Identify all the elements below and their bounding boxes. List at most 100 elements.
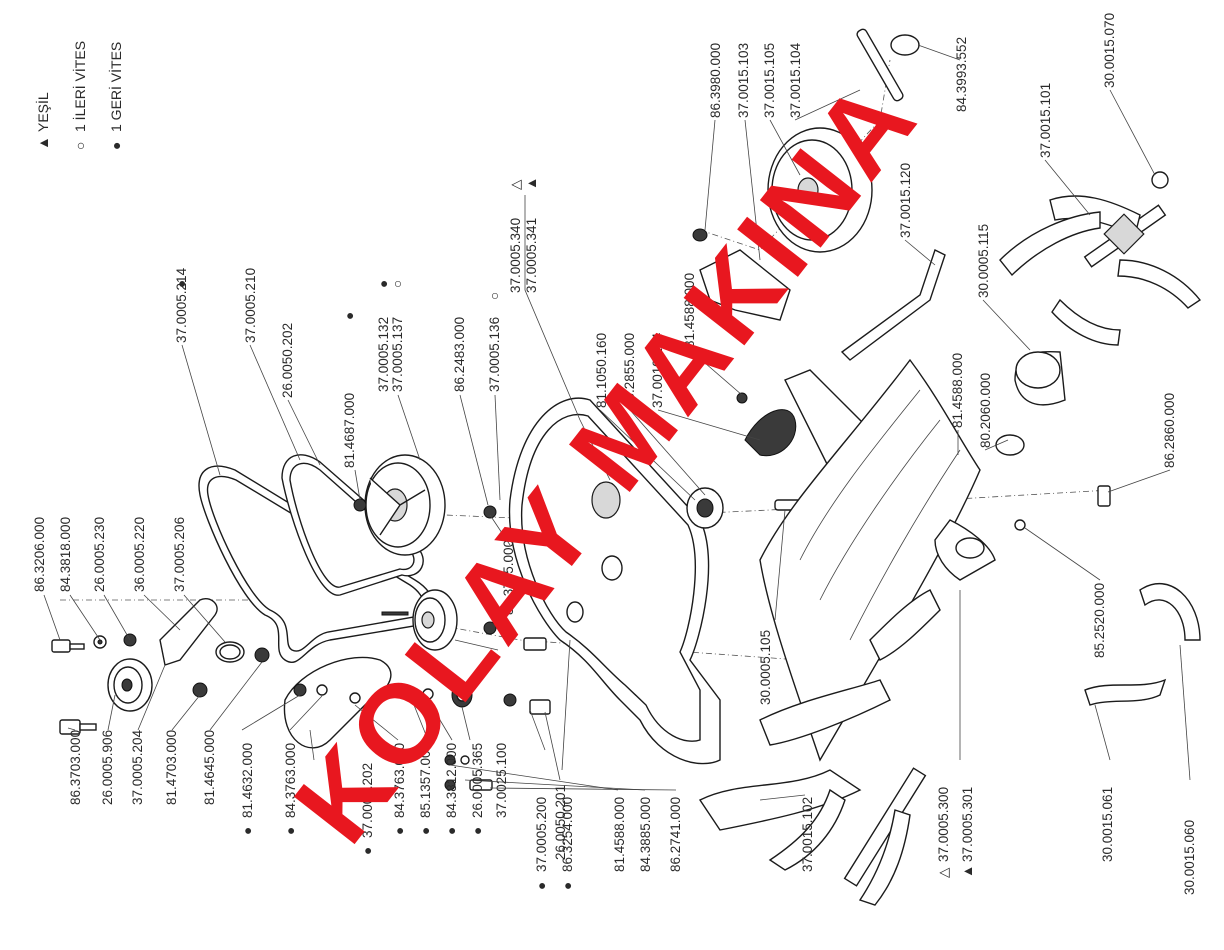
legend-forward-symbol: ○	[72, 142, 88, 150]
part-label: 37.0015.101	[1038, 83, 1053, 158]
tine-blade-right	[1139, 583, 1201, 641]
part-label: 37.0005.136	[487, 317, 502, 392]
part-label: 37.0005.200	[534, 797, 549, 872]
part-label: 30.0015.060	[1182, 820, 1197, 895]
part-label: 81.4687.000	[342, 393, 357, 468]
part-label: 37.0005.204	[130, 729, 145, 805]
part-label: 37.0005.340	[508, 218, 523, 293]
idler-pulley	[107, 658, 153, 712]
marker-tri-filled: ▲	[524, 177, 539, 190]
clutch-lever	[283, 656, 392, 749]
axis-line	[699, 59, 891, 251]
part-label: 86.2855.000	[622, 333, 637, 408]
depth-wheel	[767, 127, 873, 253]
marker-filled: ●	[240, 827, 255, 835]
part-label: 86.3254.000	[560, 797, 575, 872]
part-label: 85.1357.000	[418, 743, 433, 818]
part-label: 37.0010.164	[650, 332, 665, 408]
marker-filled: ●	[392, 827, 407, 835]
legend-green-text: YEŞİL	[34, 92, 51, 132]
part-label: 30.0015.061	[1100, 787, 1115, 862]
depth-bar	[840, 249, 946, 361]
part-label: 84.3818.000	[58, 517, 73, 592]
part-label: 30.0005.115	[976, 224, 991, 298]
tension-spring	[215, 641, 245, 663]
part-label: 86.2483.000	[452, 317, 467, 392]
marker-filled: ●	[418, 827, 433, 835]
part-label: 26.0050.202	[280, 323, 295, 398]
part-label: 84.3885.000	[638, 797, 653, 872]
marker-open: ○	[390, 280, 405, 288]
parts-drawing	[51, 28, 1202, 906]
marker-filled: ●	[444, 827, 459, 835]
part-label: 30.0015.070	[1102, 13, 1117, 88]
part-label: 81.4588.000	[612, 797, 627, 872]
tine-assembly-rear	[999, 195, 1202, 346]
marker-filled: ●	[376, 280, 391, 288]
part-label: 26.0005.365	[470, 743, 485, 818]
marker-tri-filled: ▲	[960, 865, 975, 878]
part-label: 84.3812.000	[444, 743, 459, 818]
part-label: 84.3755.000	[501, 540, 516, 615]
part-label: 26.0005.230	[92, 517, 107, 592]
part-label: 37.0015.120	[898, 163, 913, 238]
marker-filled: ●	[560, 882, 575, 890]
wheel-axle	[856, 28, 904, 102]
part-label: 81.4588.000	[682, 273, 697, 348]
part-label: 81.4645.000	[202, 730, 217, 805]
bracket-pin	[692, 228, 708, 242]
side-cover	[995, 350, 1066, 456]
legend-forward-text: 1 İLERİ VİTES	[71, 41, 88, 132]
part-label: 37.0005.137	[390, 317, 405, 392]
marker-tri-open: △	[508, 179, 523, 190]
part-label: 37.0005.210	[243, 268, 258, 343]
variant-markers: ● ● ● ○ ○ △ ▲ ● ● ● ● ● ● ● ● ● △ ▲	[174, 177, 975, 890]
part-label: 86.3206.000	[32, 517, 47, 592]
part-label: 37.0005.301	[960, 787, 975, 862]
part-label: 86.2860.000	[1162, 393, 1177, 468]
part-label: 84.3993.552	[954, 37, 969, 112]
marker-filled: ●	[534, 882, 549, 890]
part-label: 84.3763.000	[392, 743, 407, 818]
tine-blade-left	[1084, 678, 1167, 706]
wheel-bracket	[699, 249, 791, 321]
part-label: 86.3703.000	[68, 730, 83, 805]
marker-tri-open: △	[936, 867, 951, 878]
part-labels: 86.3206.000 84.3818.000 26.0005.230 36.0…	[32, 13, 1197, 895]
legend-reverse-symbol: ●	[108, 142, 124, 150]
part-label: 37.0015.105	[762, 43, 777, 118]
sprocket	[744, 409, 797, 457]
part-label: 37.0015.104	[788, 42, 803, 118]
part-label: 37.0005.202	[360, 763, 375, 838]
chain-case-housing	[508, 397, 721, 765]
tine-assembly-front	[698, 589, 941, 906]
part-label: 84.3763.000	[283, 743, 298, 818]
marker-filled: ●	[470, 827, 485, 835]
part-label: 37.0015.102	[800, 797, 815, 872]
part-label: 30.0005.105	[758, 630, 773, 705]
part-label: 81.4632.000	[240, 743, 255, 818]
part-label: 86.2741.000	[668, 797, 683, 872]
pulley-large	[364, 454, 446, 556]
legend: ▲ YEŞİL ○ 1 İLERİ VİTES ● 1 GERİ VİTES	[34, 41, 124, 150]
marker-open: ○	[487, 292, 502, 300]
part-label: 37.0005.206	[172, 517, 187, 592]
part-label: 80.2060.000	[978, 373, 993, 448]
part-label: 85.2520.000	[1092, 583, 1107, 658]
part-label: 36.0005.220	[132, 517, 147, 592]
marker-filled: ●	[283, 827, 298, 835]
part-label: 37.0005.300	[936, 787, 951, 862]
marker-filled: ●	[174, 280, 189, 288]
part-label: 37.0015.103	[736, 43, 751, 118]
part-label: 37.0005.132	[376, 317, 391, 392]
marker-filled: ●	[342, 312, 357, 320]
part-label: 37.0005.214	[174, 267, 189, 343]
part-label: 37.0025.100	[494, 743, 509, 818]
legend-green-symbol: ▲	[35, 136, 51, 150]
part-label: 81.4703.000	[164, 730, 179, 805]
pulley-small	[412, 589, 458, 651]
part-label: 81.4588.000	[950, 353, 965, 428]
part-label: 86.3980.000	[708, 43, 723, 118]
